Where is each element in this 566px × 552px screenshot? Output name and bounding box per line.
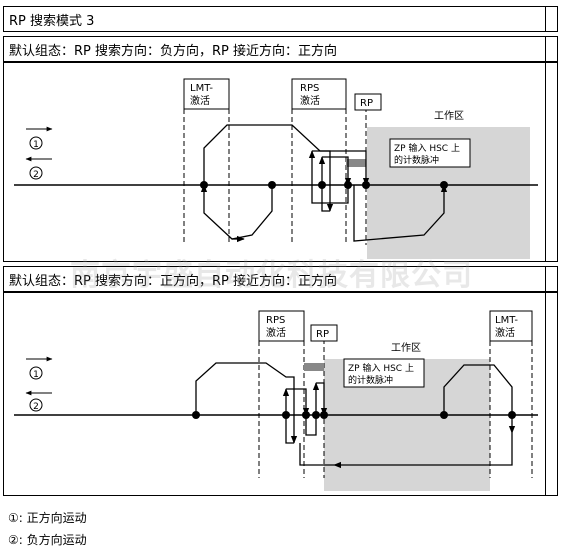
zp-pulse-marker: [304, 363, 324, 371]
table-right-column: [546, 62, 558, 262]
zp-label-line2: 的计数脉冲: [394, 154, 439, 166]
motion-points: [200, 181, 448, 189]
rps-label-box: [291, 78, 347, 110]
table-right-column: [546, 266, 558, 292]
zp-pulse-marker: [346, 159, 366, 167]
rps-label-box: [258, 310, 305, 342]
watermark: 南京宇盛自动化科技有限公司: [70, 258, 473, 293]
rp-label-box: [354, 93, 382, 111]
zp-label-box: [343, 358, 425, 388]
diagram-2: 工作区 RPS 激活 RP LMT- 激活 ZP 输入 HSC 上 的计数脉冲 …: [3, 292, 546, 496]
legend-item-negative: ②: 负方向运动: [8, 533, 87, 547]
zp-label-box: [389, 138, 471, 168]
rp-label: RP: [360, 98, 373, 109]
lmt-label-box: [183, 78, 230, 110]
rps-label-line2: 激活: [266, 326, 286, 339]
diagram-2-svg: 工作区 RPS 激活 RP LMT- 激活 ZP 输入 HSC 上 的计数脉冲 …: [14, 310, 538, 491]
rp-label: RP: [316, 329, 329, 340]
title-text: RP 搜索模式 3: [9, 13, 95, 29]
rps-label-line2: 激活: [300, 94, 320, 107]
table-right-column: [546, 6, 558, 32]
marker-circle-2: [29, 398, 43, 412]
diagram-1-svg: 工作区 LMT- 激活 RPS 激活 RP ZP 输入 HSC 上 的计数脉冲 …: [14, 78, 538, 259]
section1-caption: 默认组态：RP 搜索方向：负方向，RP 接近方向：正方向: [3, 36, 546, 62]
section2-caption-text: 默认组态：RP 搜索方向：正方向，RP 接近方向：正方向: [9, 273, 338, 289]
table-right-column: [546, 36, 558, 62]
work-zone-label: 工作区: [434, 110, 464, 122]
zp-label-line1: ZP 输入 HSC 上: [348, 362, 414, 374]
marker-number-2: 2: [33, 402, 39, 412]
marker-circle-2: [29, 166, 43, 180]
lmt-label-line2: 激活: [190, 94, 210, 107]
lmt-label-box: [489, 310, 533, 342]
motion-path-group: [200, 124, 448, 243]
diagram-1: 工作区 LMT- 激活 RPS 激活 RP ZP 输入 HSC 上 的计数脉冲 …: [3, 62, 546, 262]
zp-label-line1: ZP 输入 HSC 上: [394, 142, 460, 154]
lmt-label-line1: LMT-: [495, 315, 518, 326]
marker-circle-1: [29, 366, 43, 380]
marker-circle-1: [29, 136, 43, 150]
lmt-label-line1: LMT-: [190, 83, 213, 94]
table-right-column: [546, 292, 558, 496]
section1-caption-text: 默认组态：RP 搜索方向：负方向，RP 接近方向：正方向: [9, 43, 338, 59]
motion-points: [192, 411, 516, 419]
legend-item-positive: ①: 正方向运动: [8, 511, 87, 525]
rp-label-box: [310, 324, 338, 342]
lmt-label-line2: 激活: [495, 326, 515, 339]
zp-label-line2: 的计数脉冲: [348, 374, 393, 386]
marker-number-1: 1: [33, 140, 39, 150]
section2-caption: 默认组态：RP 搜索方向：正方向，RP 接近方向：正方向: [3, 266, 546, 292]
work-zone-label: 工作区: [391, 342, 421, 354]
rps-label-line1: RPS: [266, 315, 285, 326]
marker-number-2: 2: [33, 170, 39, 180]
marker-number-1: 1: [33, 370, 39, 380]
section-title: RP 搜索模式 3: [3, 6, 546, 32]
rps-label-line1: RPS: [300, 83, 319, 94]
